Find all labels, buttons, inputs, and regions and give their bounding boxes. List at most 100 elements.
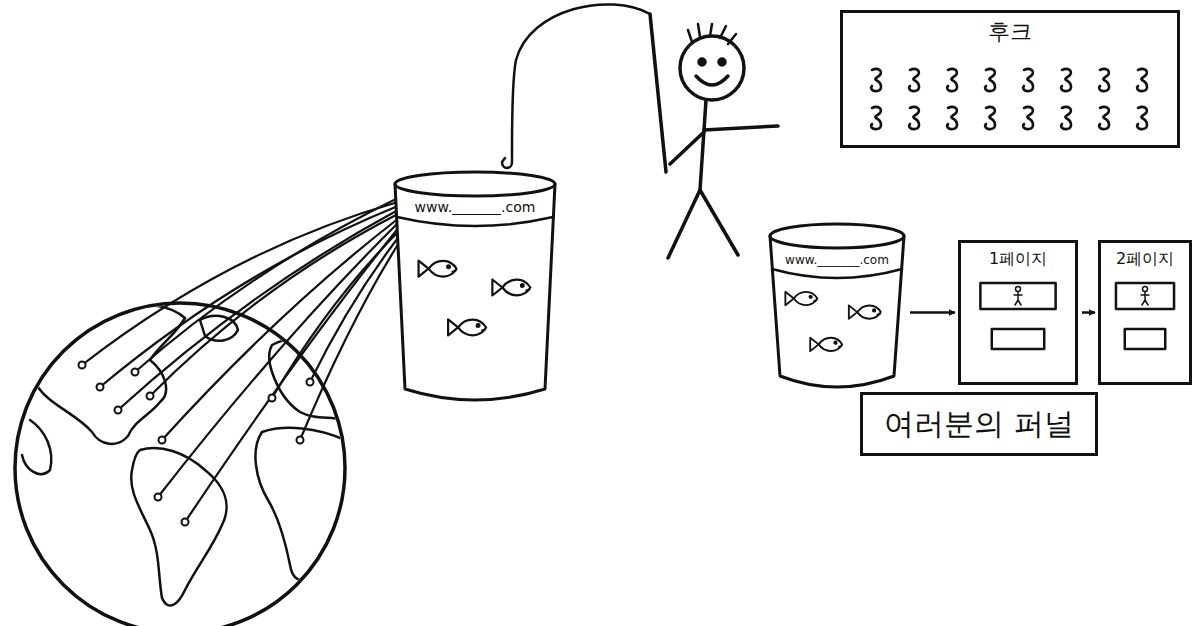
hook-symbol [1061, 107, 1071, 129]
page-image [980, 283, 1055, 309]
fish [419, 261, 457, 277]
continent-edge [22, 420, 51, 474]
figure-legs [668, 190, 738, 258]
figure-eye [719, 59, 725, 65]
fish-mouth [526, 290, 529, 291]
fish [785, 292, 817, 305]
text-row: 후크 [843, 19, 1177, 45]
fish-mouth [814, 299, 817, 302]
traffic-dot [269, 395, 276, 402]
hook-symbol [947, 69, 957, 91]
bucket-drawing [768, 222, 906, 392]
globe-outline [15, 303, 345, 626]
fish-tail [810, 338, 818, 351]
fish-tail [448, 319, 458, 335]
hook-symbol [1023, 69, 1033, 91]
figure-arms [670, 126, 778, 164]
hook-symbol [985, 107, 995, 129]
fish [810, 338, 842, 351]
fish-eye [809, 296, 811, 298]
page-figure [1141, 292, 1149, 305]
hook-symbol [1137, 107, 1147, 129]
traffic-dot [155, 494, 162, 501]
fish [492, 280, 530, 296]
fishing-line [512, 4, 650, 150]
figure-smile [696, 76, 728, 85]
bucket-body [395, 184, 555, 400]
page-box: 1페이지 [958, 240, 1078, 385]
hook-symbol [1099, 107, 1109, 129]
box-title: 후크 [988, 19, 1032, 45]
fish [849, 305, 881, 318]
hook-symbol [985, 69, 995, 91]
hook-symbol [871, 107, 881, 129]
fishing-rod [650, 14, 666, 172]
page-box: 2페이지 [1098, 240, 1192, 385]
continent-africa [255, 428, 345, 580]
website-bucket: www._______.com [768, 222, 906, 392]
fish-tail [419, 261, 429, 277]
traffic-dot [147, 393, 154, 400]
hook-symbol [909, 107, 919, 129]
website-address: www._______.com [785, 252, 889, 268]
fish-tail [849, 305, 857, 318]
traffic-dot [297, 437, 304, 444]
text-row: 여러분의 퍼널 [863, 406, 1095, 442]
fish-tail [785, 292, 793, 305]
fish-body [819, 338, 843, 351]
continent-europe [269, 339, 345, 420]
bucket-body [770, 236, 904, 387]
traffic-lines [82, 198, 402, 522]
continent-north-america [20, 305, 185, 444]
fish-mouth [482, 329, 485, 330]
traffic-dots [79, 362, 314, 526]
fish-body [857, 305, 881, 318]
page-image [1116, 283, 1174, 309]
fish [448, 319, 486, 335]
fish-body [502, 280, 530, 296]
traffic-line [118, 210, 398, 410]
hook-symbol [947, 107, 957, 129]
text-row: www._______.com [768, 249, 906, 268]
hook-symbol [1061, 69, 1071, 91]
bucket-rim [770, 224, 904, 248]
fish-eye [521, 284, 524, 287]
fish-body [429, 261, 457, 277]
website-address: www._______.com [415, 199, 536, 216]
page-button [992, 329, 1044, 349]
text-row: 2페이지 [1101, 249, 1189, 268]
flow-arrow [1082, 311, 1095, 314]
hook-symbol [1099, 69, 1109, 91]
traffic-line [162, 218, 399, 440]
traffic-dot [307, 379, 314, 386]
fish-tail [492, 280, 502, 296]
hook-symbol [1023, 107, 1033, 129]
bucket-band [772, 269, 902, 278]
page-button [1125, 329, 1165, 349]
traffic-line [300, 238, 402, 440]
fish-body [458, 320, 486, 336]
traffic-line [135, 198, 398, 372]
traffic-dot [115, 407, 122, 414]
page-figure-head [1016, 287, 1021, 292]
page-title: 1페이지 [989, 249, 1047, 268]
hook-symbol [909, 69, 919, 91]
traffic-line [272, 230, 400, 398]
traffic-line [150, 214, 398, 396]
fish-eye [873, 309, 875, 311]
funnel-label-box: 여러분의 퍼널 [860, 392, 1098, 456]
fish-eye [477, 324, 480, 327]
figure-hair [688, 24, 736, 44]
website-bucket: www._______.com [393, 170, 557, 405]
traffic-line [185, 226, 400, 522]
traffic-dot [79, 362, 86, 369]
fish-mouth [453, 271, 456, 272]
traffic-line [310, 234, 401, 382]
fish-mouth [877, 313, 880, 316]
text-row: 1페이지 [961, 249, 1075, 268]
fish-eye [834, 342, 836, 344]
flow-arrow [910, 311, 955, 314]
bucket-band [397, 217, 553, 226]
